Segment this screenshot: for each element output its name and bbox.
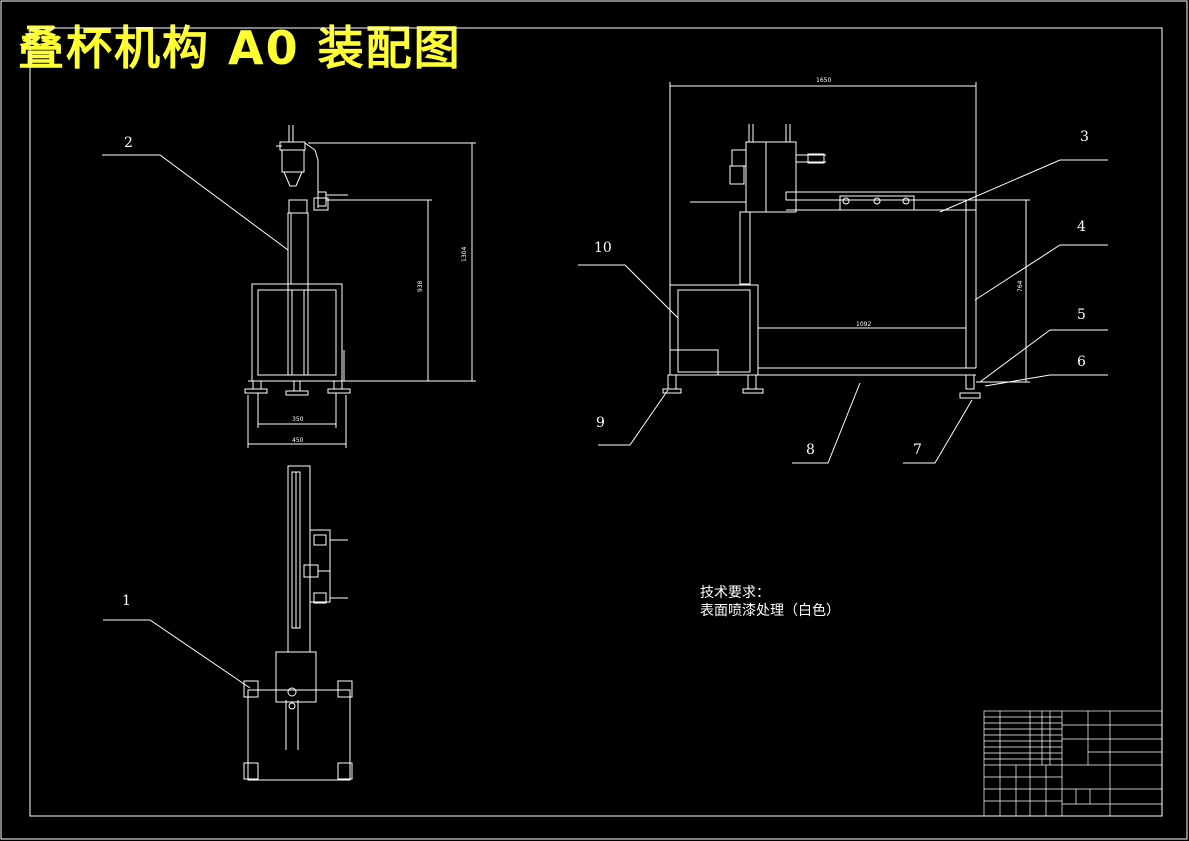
side-view [244,125,476,448]
dim-side-height-inner: 938 [417,280,424,292]
balloon-3: 3 [1080,129,1089,145]
balloon-2: 2 [124,135,133,151]
technical-requirements-item: 表面喷漆处理（白色） [700,603,840,619]
balloon-1: 1 [122,593,131,609]
balloon-9: 9 [596,415,605,431]
dim-front-width-inner: 1092 [856,321,871,328]
inner-border [29,27,1163,817]
title-block [983,710,1163,817]
balloon-8: 8 [806,442,815,458]
balloon-5: 5 [1077,307,1086,323]
dim-front-width-top: 1650 [816,77,831,84]
leader-lines [102,154,1108,689]
drawing-title: 叠杯机构 A0 装配图 [18,21,462,75]
balloon-10: 10 [594,240,612,256]
technical-requirements-heading: 技术要求： [700,585,770,601]
top-view [243,465,353,781]
dim-front-height: 764 [1017,280,1024,292]
balloon-6: 6 [1077,354,1086,370]
balloon-4: 4 [1077,219,1086,235]
dim-side-width-bottom: 450 [292,437,304,444]
balloon-7: 7 [913,442,922,458]
dim-side-height-total: 1304 [461,247,468,262]
front-view [662,82,1030,399]
dim-side-width-inner: 350 [292,416,304,423]
